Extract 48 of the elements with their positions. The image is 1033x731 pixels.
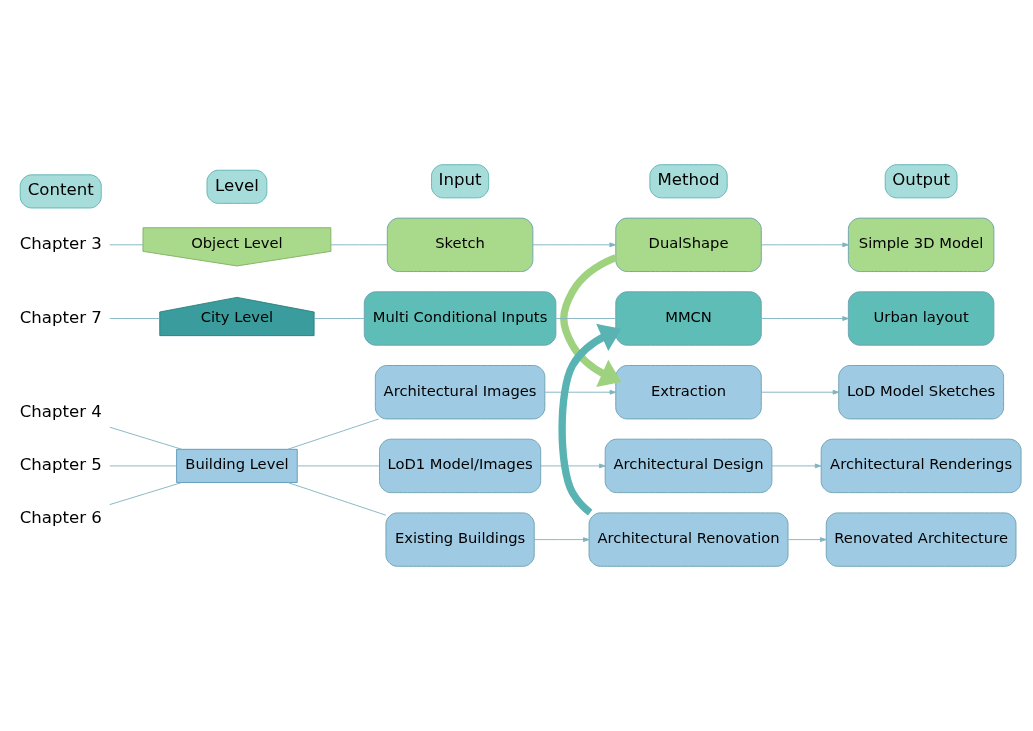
connector xyxy=(287,482,387,516)
connector xyxy=(287,418,380,450)
node-box: LoD Model Sketches xyxy=(838,365,1005,420)
node-box: Simple 3D Model xyxy=(847,217,995,272)
node-box: Urban layout xyxy=(847,291,995,346)
node-box: Building Level xyxy=(176,448,298,483)
node-box: Multi Conditional Inputs xyxy=(363,291,557,346)
connector xyxy=(109,244,144,246)
connector xyxy=(313,318,365,319)
connector xyxy=(109,465,177,467)
node-box: Architectural Design xyxy=(604,438,773,494)
node-box: Sketch xyxy=(386,217,534,272)
arrow xyxy=(540,463,606,469)
node-box: Level xyxy=(206,169,268,204)
connector xyxy=(109,426,183,450)
node-text: Chapter 5 xyxy=(19,454,102,474)
node-box: Architectural Renderings xyxy=(820,438,1022,494)
node-text: Chapter 7 xyxy=(19,307,102,327)
node-text: Chapter 4 xyxy=(19,401,102,421)
connector xyxy=(330,244,388,246)
node-box: LoD1 Model/Images xyxy=(379,438,542,494)
node-box: Output xyxy=(884,164,958,199)
node-box: MMCN xyxy=(615,291,762,346)
node-box: Existing Buildings xyxy=(385,512,535,567)
node-box: Content xyxy=(19,174,102,209)
node-box: Architectural Images xyxy=(374,365,546,420)
node-box: Method xyxy=(649,164,728,199)
node-text: Chapter 3 xyxy=(19,233,102,253)
node-box: Input xyxy=(431,164,490,199)
arrow xyxy=(560,254,622,387)
arrow xyxy=(533,537,590,542)
connector xyxy=(109,318,161,319)
arrow xyxy=(771,463,822,469)
connector xyxy=(297,465,380,467)
arrow xyxy=(558,323,622,516)
node-box: Architectural Renovation xyxy=(588,512,789,567)
arrow xyxy=(532,242,616,248)
node-text: Chapter 6 xyxy=(19,508,102,528)
node-box: DualShape xyxy=(615,217,762,272)
arrow xyxy=(544,389,617,395)
arrow xyxy=(761,389,840,395)
connector xyxy=(109,482,183,506)
arrow xyxy=(761,316,849,321)
node-box: Renovated Architecture xyxy=(825,512,1017,567)
arrow xyxy=(761,242,849,248)
node-box: Extraction xyxy=(615,365,762,420)
connector xyxy=(555,318,616,319)
arrow xyxy=(787,537,827,542)
